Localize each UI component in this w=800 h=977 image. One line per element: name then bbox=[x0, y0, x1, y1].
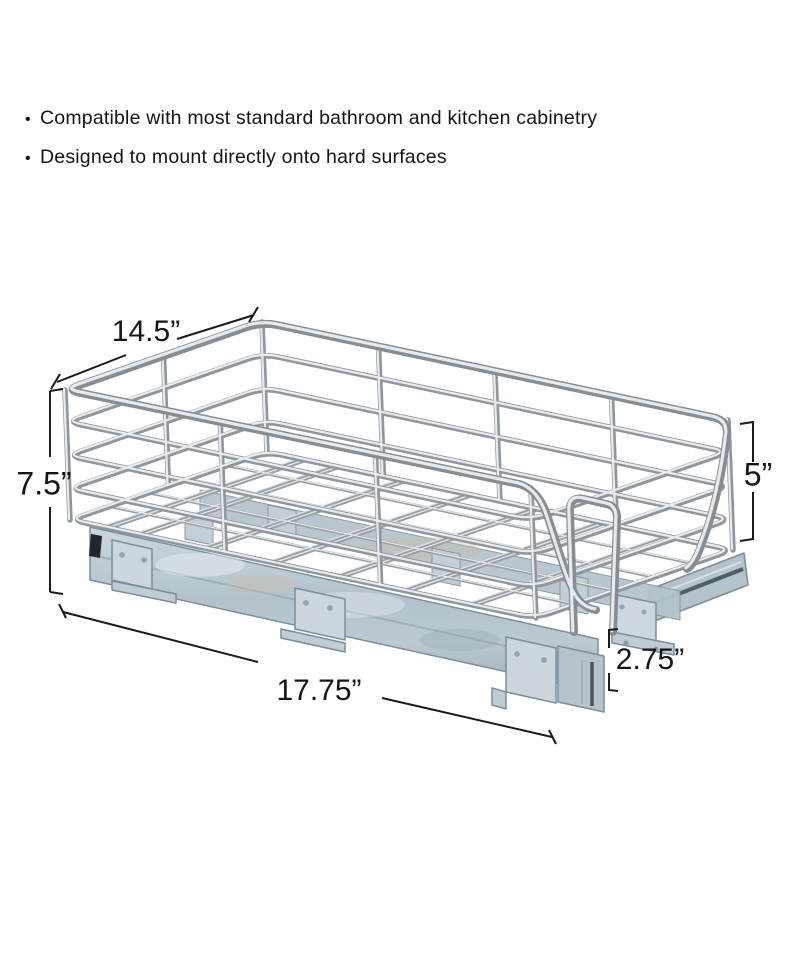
mounting-bracket-right bbox=[491, 636, 557, 710]
dimension-label-bottom-depth: 17.75” bbox=[276, 674, 362, 707]
beam-mottle-dark bbox=[420, 629, 500, 651]
feature-list: • Compatible with most standard bathroom… bbox=[25, 107, 597, 185]
beam-rust-patch bbox=[225, 575, 295, 595]
beam-mottle bbox=[155, 553, 245, 577]
dimension-line-bottom-depth bbox=[58, 603, 557, 745]
dimension-line-slide-height bbox=[608, 628, 619, 692]
dimension-label-left-height: 7.5” bbox=[16, 465, 72, 502]
dimension-line-left-height bbox=[49, 388, 64, 595]
dimension-lines bbox=[49, 306, 754, 745]
dimension-line-top-width bbox=[50, 306, 259, 390]
feature-item-compatibility: • Compatible with most standard bathroom… bbox=[25, 107, 597, 146]
dimension-label-slide-height: 2.75” bbox=[615, 643, 685, 676]
bullet-icon: • bbox=[25, 150, 31, 167]
feature-item-mounting: • Designed to mount directly onto hard s… bbox=[25, 146, 597, 185]
dimension-label-right-height: 5” bbox=[743, 456, 773, 493]
dimension-label-top-width: 14.5” bbox=[111, 315, 181, 348]
feature-text: Compatible with most standard bathroom a… bbox=[40, 107, 598, 129]
mounting-bracket-left bbox=[111, 539, 177, 604]
mounting-base-front bbox=[89, 526, 605, 713]
dimension-line-right-height bbox=[739, 421, 754, 542]
bullet-icon: • bbox=[25, 111, 31, 128]
mounting-bracket-middle bbox=[280, 587, 346, 653]
slide-stop-clip bbox=[89, 534, 102, 558]
slide-end-cap bbox=[557, 645, 605, 713]
feature-text: Designed to mount directly onto hard sur… bbox=[40, 146, 447, 168]
